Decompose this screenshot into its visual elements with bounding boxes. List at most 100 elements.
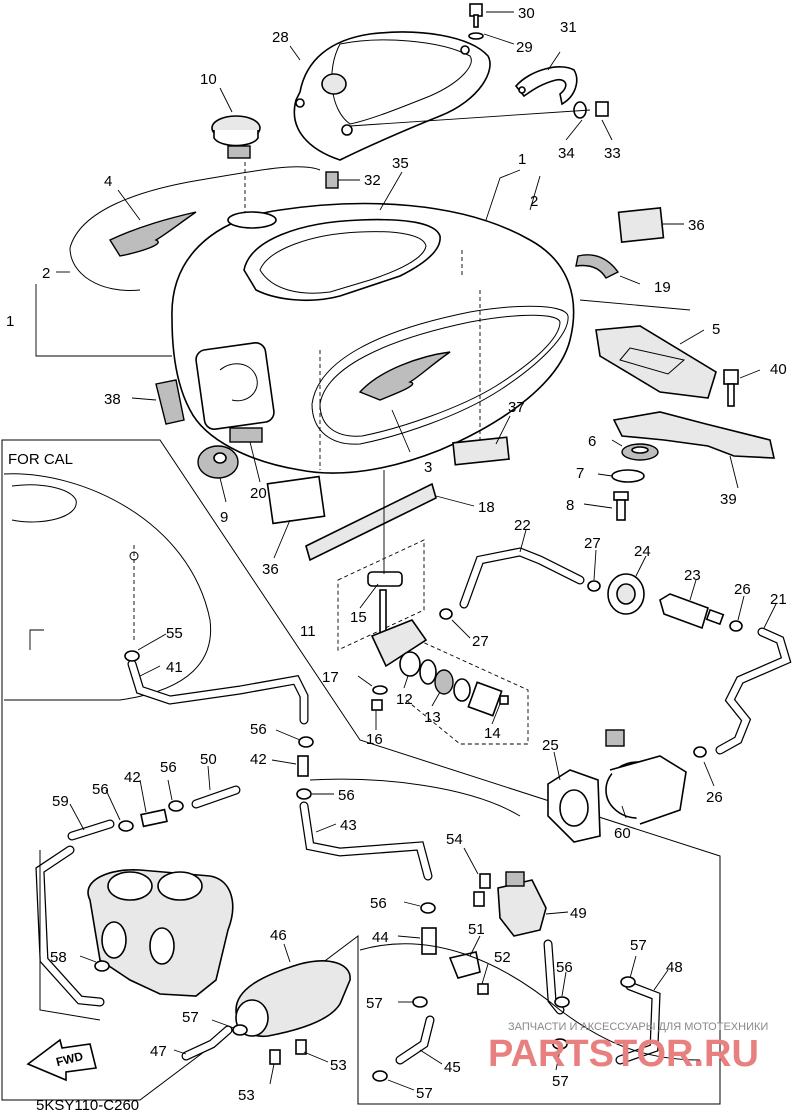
- callout-16: 16: [366, 731, 383, 748]
- clip-57e: [372, 1070, 388, 1082]
- tank-side-trim-inner: [319, 314, 561, 437]
- callout-52: 52: [494, 949, 511, 966]
- fuel-cap-10-base: [227, 145, 251, 159]
- nut-32: [325, 171, 339, 189]
- hose-59-in: [68, 820, 114, 840]
- callout-numbers: 30 29 31 28 10 34 33 4 32 35 1 2 36 2 1 …: [6, 5, 787, 1104]
- hose-48-in: [616, 982, 660, 1064]
- bracket-31: [514, 66, 578, 106]
- label-36-bottom: [266, 475, 326, 525]
- callout-12: 12: [396, 691, 413, 708]
- hose-21: [715, 627, 792, 755]
- callout-24: 24: [634, 543, 651, 560]
- fuel-pump-body: [609, 755, 687, 825]
- callout-42-b: 42: [124, 769, 141, 786]
- callout-8: 8: [566, 497, 574, 514]
- callout-27-top: 27: [584, 535, 601, 552]
- clip-56c: [296, 788, 312, 800]
- clip-26b: [693, 746, 707, 758]
- hose-45-in: [396, 1016, 434, 1064]
- clip-58: [94, 960, 110, 972]
- damper-20: [229, 427, 263, 443]
- clip-56f: [554, 996, 570, 1008]
- callout-43: 43: [340, 817, 357, 834]
- label-37: [452, 436, 510, 466]
- filler-neck: [227, 211, 277, 229]
- diagram-code: 5KSY110-C260: [36, 1097, 139, 1114]
- washer-17: [372, 685, 388, 695]
- callout-56-a: 56: [250, 721, 267, 738]
- hose-41-in: [128, 660, 308, 724]
- screw-16: [371, 699, 383, 711]
- callout-57-c: 57: [366, 995, 383, 1012]
- callout-59: 59: [52, 793, 69, 810]
- bolt-54a: [479, 873, 491, 889]
- hose-58-route: [35, 845, 105, 1007]
- clip-27b: [439, 608, 453, 620]
- diaphragm-13: [434, 669, 454, 695]
- callout-19: 19: [654, 279, 671, 296]
- callout-56-f: 56: [556, 959, 573, 976]
- for-cal-frame: [1, 439, 721, 1105]
- callout-57-a: 57: [630, 937, 647, 954]
- clip-57c: [552, 1038, 568, 1050]
- clip-27a: [587, 580, 601, 592]
- hose-43: [299, 801, 433, 881]
- callout-5: 5: [712, 321, 720, 338]
- callout-35: 35: [392, 155, 409, 172]
- callout-18: 18: [478, 499, 495, 516]
- tape-19: [575, 254, 620, 279]
- callout-54: 54: [446, 831, 463, 848]
- clip-57d: [412, 996, 428, 1008]
- clip-56d: [118, 820, 134, 832]
- label-36-top: [617, 207, 665, 243]
- filter-outlet: [705, 608, 725, 626]
- clip-26a: [729, 620, 743, 632]
- washer-29: [468, 32, 484, 40]
- watermark-brand: PARTSTOR.RU: [488, 1033, 759, 1075]
- rear-mount-5: [595, 325, 717, 399]
- callout-40: 40: [770, 361, 787, 378]
- callout-38: 38: [104, 391, 121, 408]
- knee-pad-detail: [219, 363, 258, 402]
- clip-56b: [168, 800, 184, 812]
- callout-25: 25: [542, 737, 559, 754]
- protector-18: [305, 482, 437, 562]
- callout-56-c: 56: [338, 787, 355, 804]
- callout-39: 39: [720, 491, 737, 508]
- bolt-40: [723, 369, 739, 385]
- callout-56-d: 56: [92, 781, 109, 798]
- callout-53-a: 53: [238, 1087, 255, 1104]
- hose-47-in: [182, 1026, 232, 1060]
- hose-43-in: [300, 802, 432, 880]
- joint-44: [421, 927, 437, 955]
- cover-hole: [321, 73, 347, 95]
- callout-30: 30: [518, 5, 535, 22]
- carb-bore-2: [149, 927, 175, 965]
- left-trim-2: [69, 166, 321, 249]
- vent-line: [359, 943, 701, 1061]
- tank-emblem-4: [108, 211, 197, 257]
- watermark-caption: ЗАПЧАСТИ И АКСЕССУАРЫ ДЛЯ МОТОТЕХНИКИ: [508, 1021, 768, 1033]
- clamp-51: [448, 951, 481, 979]
- callout-34: 34: [558, 145, 575, 162]
- bolt-30-shank: [473, 14, 479, 28]
- line-43b: [309, 778, 521, 817]
- cover-opening: [331, 39, 472, 125]
- callout-1-left: 1: [6, 313, 14, 330]
- left-trim-2b: [69, 247, 141, 292]
- bolt-53b: [295, 1039, 307, 1055]
- clip-55: [124, 650, 140, 662]
- callout-55: 55: [166, 625, 183, 642]
- callout-22: 22: [514, 517, 531, 534]
- joint-42a: [297, 755, 309, 777]
- callout-21: 21: [770, 591, 787, 608]
- callout-17: 17: [322, 669, 339, 686]
- callout-15: 15: [350, 609, 367, 626]
- callout-11: 11: [300, 623, 316, 640]
- bolt-54b: [473, 891, 485, 907]
- bracket-31-hole: [518, 86, 526, 94]
- carb-bore-1: [101, 921, 127, 959]
- callout-49: 49: [570, 905, 587, 922]
